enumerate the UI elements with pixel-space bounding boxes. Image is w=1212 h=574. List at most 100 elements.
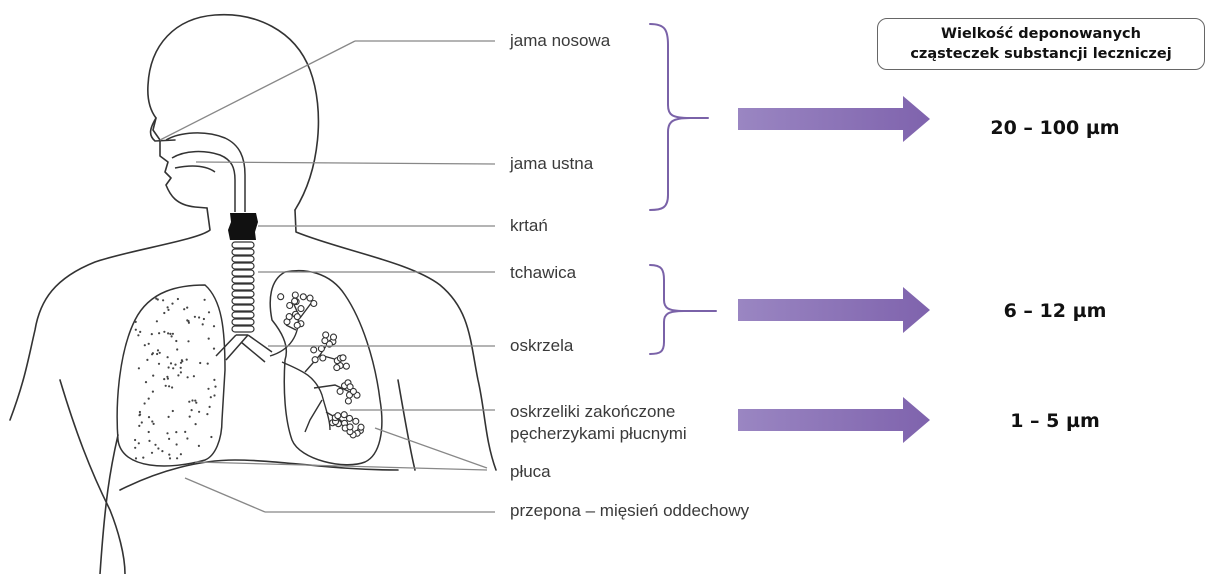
lung-dot — [171, 303, 173, 305]
alveolus — [287, 303, 293, 309]
alveolus — [322, 338, 328, 344]
lung-dot — [207, 363, 209, 365]
upper-airway — [166, 133, 245, 212]
label-oral-cavity: jama ustna — [510, 153, 593, 175]
lung-dot — [151, 333, 153, 335]
arrow-middle — [738, 287, 930, 333]
lung-dot — [198, 411, 200, 413]
lung-dot — [167, 309, 169, 311]
lung-dot — [193, 375, 195, 377]
alveolus — [286, 314, 292, 320]
lung-dot — [151, 452, 153, 454]
lung-dot — [213, 348, 215, 350]
lung-dot — [207, 388, 209, 390]
lung-dot — [180, 367, 182, 369]
lung-dot — [171, 386, 173, 388]
trachea-ring — [232, 263, 254, 269]
lung-dot — [152, 352, 154, 354]
lung-dot — [134, 447, 136, 449]
lung-dot — [156, 353, 158, 355]
lung-dot — [139, 413, 141, 415]
lung-dot — [202, 323, 204, 325]
trachea-ring — [232, 270, 254, 276]
left-lung-dots — [134, 298, 217, 460]
alveolus — [292, 298, 298, 304]
lung-dot — [208, 311, 210, 313]
lung-dot — [138, 442, 140, 444]
lung-dot — [213, 394, 215, 396]
lung-dot — [176, 443, 178, 445]
size-upper: 20 – 100 µm — [960, 117, 1150, 139]
lung-dot — [135, 329, 137, 331]
lung-dot — [206, 413, 208, 415]
lung-dot — [168, 454, 170, 456]
lung-dot — [186, 307, 188, 309]
lung-dot — [153, 423, 155, 425]
lung-dot — [167, 332, 169, 334]
lung-dot — [175, 340, 177, 342]
lung-dot — [135, 321, 137, 323]
lung-dot — [194, 316, 196, 318]
lung-dot — [183, 308, 185, 310]
lung-dot — [186, 319, 188, 321]
lung-dot — [166, 376, 168, 378]
lung-dot — [163, 331, 165, 333]
lung-dot — [158, 332, 160, 334]
alveolus — [353, 418, 359, 424]
lung-dot — [168, 438, 170, 440]
alveolus — [335, 413, 341, 419]
lung-dot — [188, 322, 190, 324]
alveoli-clusters — [278, 292, 364, 438]
lung-dot — [145, 381, 147, 383]
lung-dot — [209, 406, 211, 408]
lung-dot — [180, 453, 182, 455]
lung-dot — [181, 359, 183, 361]
trachea-ring — [232, 305, 254, 311]
lung-dot — [139, 411, 141, 413]
lung-dot — [208, 338, 210, 340]
lung-dot — [194, 400, 196, 402]
lung-dot — [148, 431, 150, 433]
lung-dot — [144, 402, 146, 404]
lung-dot — [135, 457, 137, 459]
lung-dot — [198, 445, 200, 447]
alveolus — [320, 355, 326, 361]
lung-dot — [154, 444, 156, 446]
alveolus — [345, 398, 351, 404]
lung-dot — [172, 333, 174, 335]
label-diaphragm: przepona – mięsień oddechowy — [510, 500, 749, 522]
lung-dot — [174, 364, 176, 366]
alveolus — [278, 294, 284, 300]
lung-dot — [170, 362, 172, 364]
lung-dot — [158, 363, 160, 365]
lung-dot — [141, 421, 143, 423]
lung-dot — [214, 386, 216, 388]
label-bronchioles-2: pęcherzykami płucnymi — [510, 423, 687, 445]
lung-dot — [204, 299, 206, 301]
alveolus — [340, 355, 346, 361]
lung-dot — [159, 352, 161, 354]
lung-dot — [180, 371, 182, 373]
lung-dot — [152, 391, 154, 393]
lung-dot — [163, 312, 165, 314]
trachea-ring — [232, 326, 254, 332]
trachea-ring — [232, 277, 254, 283]
trachea-ring — [232, 298, 254, 304]
lung-dot — [151, 420, 153, 422]
lung-dot — [139, 331, 141, 333]
lung-dot — [134, 439, 136, 441]
lung-dot — [157, 447, 159, 449]
lung-dot — [168, 385, 170, 387]
trachea-ring — [232, 242, 254, 248]
alveolus — [292, 292, 298, 298]
alveolus — [311, 301, 317, 307]
larynx-shape — [228, 213, 258, 240]
header-line-1: Wielkość deponowanych — [941, 24, 1141, 44]
alveolus — [350, 388, 356, 394]
leader-lines — [160, 41, 495, 512]
lung-dot — [171, 335, 173, 337]
particle-size-header: Wielkość deponowanych cząsteczek substan… — [877, 18, 1205, 70]
lung-dot — [177, 298, 179, 300]
lung-dot — [188, 401, 190, 403]
lung-dot — [199, 362, 201, 364]
